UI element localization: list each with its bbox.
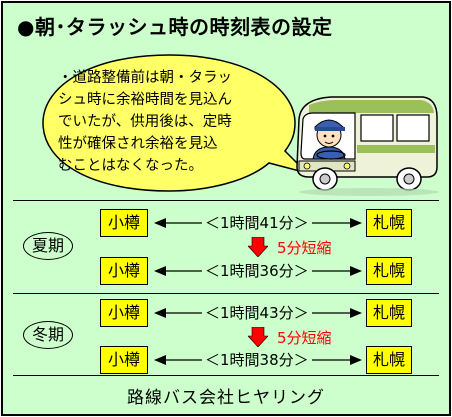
- section-divider: [13, 200, 439, 201]
- origin-station: 小樽: [100, 209, 148, 237]
- travel-time: ＜1時間41分＞: [202, 213, 312, 233]
- bubble-line: 性が確保され余裕を見込: [58, 136, 218, 152]
- destination-station: 札幌: [366, 209, 412, 237]
- season-label-winter: 冬期: [23, 321, 73, 349]
- bubble-line: でいたが、供用後は、定時: [58, 114, 232, 130]
- origin-station: 小樽: [100, 299, 148, 327]
- bubble-line: ・道路整備前は朝・タラッ: [58, 70, 232, 86]
- section-divider: [13, 375, 439, 376]
- page-title: ●朝･タラッシュ時の時刻表の設定: [17, 15, 333, 39]
- bubble-line: シュ時に余裕時間を見込ん: [58, 92, 232, 108]
- bus-driver-illustration: [296, 96, 439, 196]
- down-arrow-icon: [248, 327, 268, 347]
- season-label-summer: 夏期: [23, 232, 73, 260]
- source-note: 路線バス会社ヒヤリング: [127, 388, 325, 408]
- speech-bubble: [42, 54, 310, 192]
- reduction-label: 5分短縮: [277, 329, 332, 347]
- destination-station: 札幌: [366, 346, 412, 374]
- bubble-line: むことはなくなった。: [58, 158, 203, 174]
- travel-time: ＜1時間36分＞: [202, 261, 312, 281]
- destination-station: 札幌: [366, 299, 412, 327]
- origin-station: 小樽: [100, 257, 148, 285]
- destination-station: 札幌: [366, 257, 412, 285]
- down-arrow-icon: [248, 237, 268, 257]
- bubble-text: ・道路整備前は朝・タラッ シュ時に余裕時間を見込ん でいたが、供用後は、定時 性…: [58, 67, 290, 177]
- section-divider: [13, 293, 439, 294]
- origin-station: 小樽: [100, 346, 148, 374]
- travel-time: ＜1時間43分＞: [202, 303, 312, 323]
- reduction-label: 5分短縮: [277, 239, 332, 257]
- travel-time: ＜1時間38分＞: [202, 350, 312, 370]
